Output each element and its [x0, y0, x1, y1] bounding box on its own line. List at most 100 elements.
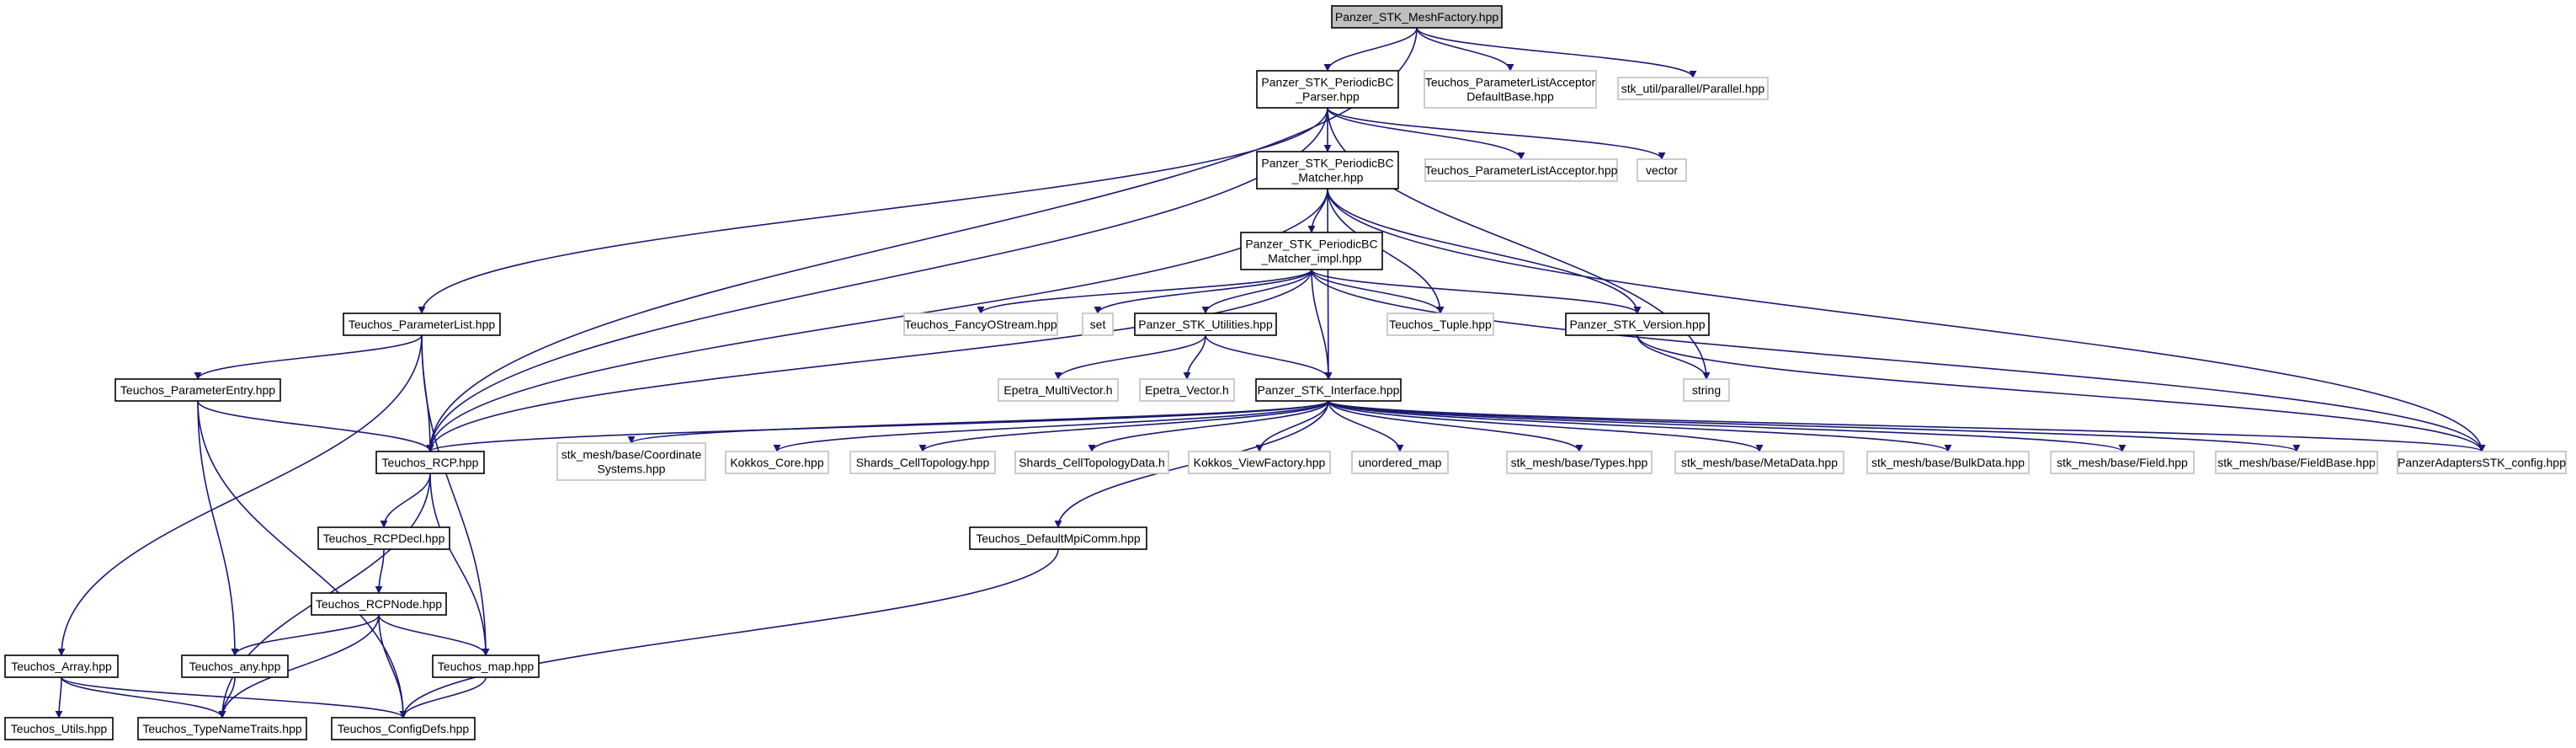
node-teuchos-map[interactable]: Teuchos_map.hpp	[432, 654, 540, 678]
node-label: Kokkos_Core.hpp	[730, 456, 824, 469]
node-box	[1255, 378, 1402, 402]
edge-stk_interface-to-adapters_config	[1328, 400, 2486, 452]
node-box	[1240, 232, 1383, 270]
node-box	[4, 717, 114, 740]
node-metadata: stk_mesh/base/MetaData.hpp	[1674, 451, 1844, 474]
edge-rcp_decl-to-rcp_node	[375, 548, 385, 594]
node-teuchos-utils[interactable]: Teuchos_Utils.hpp	[4, 717, 114, 740]
node-box	[1082, 313, 1114, 336]
node-label: Teuchos_FancyOStream.hpp	[904, 318, 1057, 331]
node-acceptor: Teuchos_ParameterListAcceptor.hpp	[1424, 158, 1618, 182]
edge-stk_utilities-to-stk_interface	[1205, 334, 1333, 380]
node-stk-utilities[interactable]: Panzer_STK_Utilities.hpp	[1134, 313, 1277, 336]
node-mesh-factory[interactable]: Panzer_STK_MeshFactory.hpp	[1331, 5, 1503, 29]
node-box	[317, 526, 450, 550]
node-box	[1683, 378, 1730, 402]
edge-matcher_impl-to-tuple	[1311, 269, 1445, 314]
edge-stk_interface-to-unordered_map	[1328, 400, 1404, 452]
node-label: Shards_CellTopologyData.h	[1019, 456, 1165, 469]
node-label: Epetra_MultiVector.h	[1003, 383, 1112, 397]
edge-teuchos_array-to-config_defs	[61, 676, 407, 719]
edge-matcher_impl-to-rcp	[426, 269, 1312, 452]
node-box	[556, 442, 706, 481]
node-teuchos-any[interactable]: Teuchos_any.hpp	[181, 654, 289, 678]
node-label: set	[1090, 318, 1106, 331]
node-view-factory: Kokkos_ViewFactory.hpp	[1188, 451, 1331, 474]
node-label: stk_mesh/base/FieldBase.hpp	[2217, 456, 2376, 469]
node-field: stk_mesh/base/Field.hpp	[2050, 451, 2195, 474]
edge-rcp-to-teuchos_map	[429, 473, 490, 656]
node-rcp[interactable]: Teuchos_RCP.hpp	[375, 451, 485, 474]
node-box	[2215, 451, 2378, 474]
node-box	[343, 313, 501, 336]
edge-rcp_node-to-teuchos_map	[378, 614, 490, 656]
edge-stk_interface-to-field	[1328, 400, 2126, 452]
edge-periodic_matcher-to-matcher_impl	[1307, 188, 1328, 233]
edge-rcp_node-to-config_defs	[378, 614, 407, 719]
node-label: Epetra_Vector.h	[1145, 383, 1229, 397]
edge-stk_version-to-adapters_config	[1637, 334, 2486, 452]
edge-mesh_factory-to-acceptor_default	[1416, 27, 1514, 72]
node-fieldbase: stk_mesh/base/FieldBase.hpp	[2215, 451, 2378, 474]
node-stk-version[interactable]: Panzer_STK_Version.hpp	[1565, 313, 1710, 336]
node-label: _Parser.hpp	[1295, 90, 1360, 104]
edge-periodic_matcher-to-stk_version	[1327, 188, 1642, 314]
node-set: set	[1082, 313, 1114, 336]
node-box	[4, 654, 119, 678]
node-label: Teuchos_ConfigDefs.hpp	[338, 722, 470, 735]
edge-param_list-to-param_entry	[194, 334, 423, 380]
node-config-defs[interactable]: Teuchos_ConfigDefs.hpp	[331, 717, 476, 740]
edge-rcp_node-to-type_name_traits	[218, 614, 380, 719]
node-default-mpi-comm[interactable]: Teuchos_DefaultMpiComm.hpp	[969, 526, 1147, 550]
edge-teuchos_map-to-config_defs	[399, 676, 487, 719]
node-box	[1331, 5, 1503, 29]
node-teuchos-array[interactable]: Teuchos_Array.hpp	[4, 654, 119, 678]
node-label: Teuchos_RCPDecl.hpp	[323, 532, 445, 545]
node-matcher-impl[interactable]: Panzer_STK_PeriodicBC_Matcher_impl.hpp	[1240, 232, 1383, 270]
node-param-entry[interactable]: Teuchos_ParameterEntry.hpp	[114, 378, 281, 402]
node-cell-topology: Shards_CellTopology.hpp	[849, 451, 996, 474]
node-string: string	[1683, 378, 1730, 402]
node-acceptor-default: Teuchos_ParameterListAcceptorDefaultBase…	[1424, 70, 1597, 109]
node-label: stk_mesh/base/MetaData.hpp	[1681, 456, 1838, 469]
node-box	[181, 654, 289, 678]
node-unordered-map: unordered_map	[1351, 451, 1449, 474]
node-label: vector	[1646, 163, 1678, 177]
node-label: string	[1692, 383, 1721, 397]
node-label: DefaultBase.hpp	[1466, 90, 1554, 104]
node-label: Teuchos_map.hpp	[438, 660, 535, 673]
node-label: Panzer_STK_Interface.hpp	[1258, 383, 1400, 397]
edge-teuchos_array-to-teuchos_utils	[55, 676, 63, 719]
edge-matcher_impl-to-stk_interface	[1311, 269, 1333, 380]
edge-param_entry-to-teuchos_any	[197, 400, 239, 656]
node-label: PanzerAdaptersSTK_config.hpp	[2398, 456, 2566, 469]
node-box	[1139, 378, 1235, 402]
edge-periodic_parser-to-acceptor	[1327, 107, 1525, 160]
edge-matcher_impl-to-stk_utilities	[1201, 269, 1312, 314]
edge-periodic_parser-to-param_list	[418, 107, 1328, 314]
node-param-list[interactable]: Teuchos_ParameterList.hpp	[343, 313, 501, 336]
node-label: _Matcher_impl.hpp	[1260, 252, 1361, 265]
node-box	[903, 313, 1058, 336]
node-label: Teuchos_RCPNode.hpp	[316, 597, 442, 611]
node-epetra-vector: Epetra_Vector.h	[1139, 378, 1235, 402]
node-label: Shards_CellTopology.hpp	[856, 456, 990, 469]
node-stk-interface[interactable]: Panzer_STK_Interface.hpp	[1255, 378, 1402, 402]
node-bulkdata: stk_mesh/base/BulkData.hpp	[1866, 451, 2030, 474]
node-rcp-node[interactable]: Teuchos_RCPNode.hpp	[311, 592, 447, 616]
node-vector: vector	[1637, 158, 1687, 182]
node-multivector: Epetra_MultiVector.h	[998, 378, 1119, 402]
node-box	[849, 451, 996, 474]
node-box	[969, 526, 1147, 550]
edge-stk_interface-to-cell_topology	[918, 400, 1329, 452]
node-rcp-decl[interactable]: Teuchos_RCPDecl.hpp	[317, 526, 450, 550]
node-label: Panzer_STK_MeshFactory.hpp	[1335, 10, 1498, 24]
node-adapters-config: PanzerAdaptersSTK_config.hpp	[2397, 451, 2567, 474]
node-box	[1424, 70, 1597, 109]
node-periodic-matcher[interactable]: Panzer_STK_PeriodicBC_Matcher.hpp	[1256, 151, 1399, 190]
node-type-name-traits[interactable]: Teuchos_TypeNameTraits.hpp	[137, 717, 307, 740]
node-box	[1188, 451, 1331, 474]
node-periodic-parser[interactable]: Panzer_STK_PeriodicBC_Parser.hpp	[1256, 70, 1399, 109]
